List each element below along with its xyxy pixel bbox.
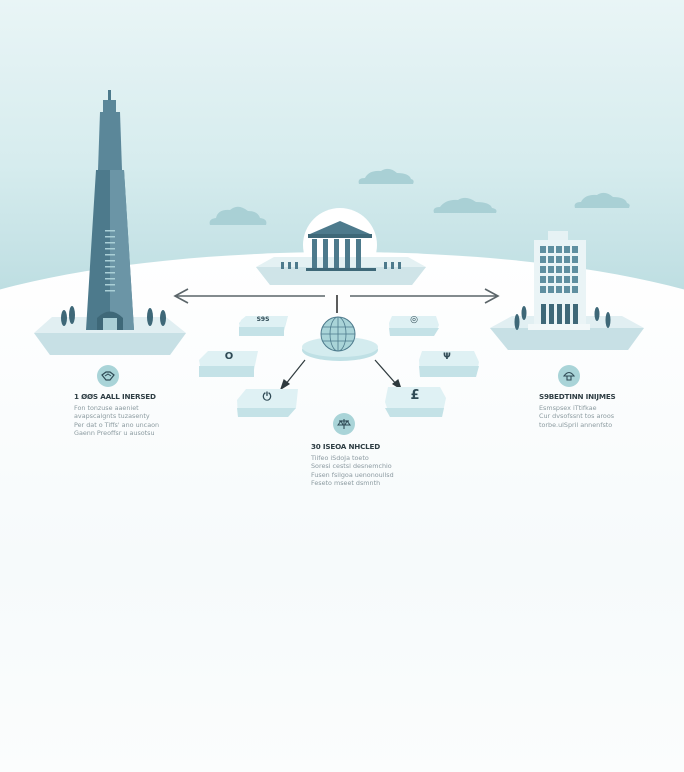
caption-right-title: S9BEDTINN INIJMES	[539, 392, 616, 401]
caption-left-line: Fon tonzuse aaeniet	[74, 403, 139, 412]
node-globe[interactable]	[300, 312, 380, 364]
power-icon: ⏻	[262, 390, 272, 403]
caption-center-title: 30 ISEOA NHCLED	[311, 442, 381, 451]
node-office-building[interactable]	[488, 228, 648, 358]
cloud	[574, 192, 630, 208]
caption-center: 30 ISEOA NHCLED Tiifeo iSdoJa toeto Sore…	[311, 442, 401, 488]
caption-left-line: Per dat o Tiffs' ano uncaon	[74, 420, 160, 429]
caption-center-line: Fusen fsilgoa uenonoullsd	[311, 470, 394, 479]
tile-symbol[interactable]: Ψ	[418, 350, 480, 378]
tile-dollar[interactable]: S9S	[238, 315, 290, 337]
caption-center-line: Feseto mseet dsmnth	[311, 479, 381, 488]
dollar-icon: S9S	[256, 316, 270, 323]
diagonal-arrows	[279, 359, 403, 391]
scales-icon	[333, 413, 355, 435]
caption-right: S9BEDTINN INIJMES Esmspsex iTtifkae Cur …	[539, 392, 624, 429]
coin-icon: ◎	[410, 315, 418, 325]
caption-left: 1 ØØS AALL INERSED Fon tonzuse aaeniet a…	[74, 392, 164, 438]
bidirectional-arrow	[173, 288, 500, 313]
caption-right-line: Esmspsex iTtifkae	[539, 403, 597, 412]
pound-icon: £	[410, 388, 420, 403]
caption-left-line: Gaenn Preoffsr u ausotsu	[74, 429, 155, 438]
caption-center-line: Tiifeo iSdoJa toeto	[311, 453, 369, 462]
node-tower[interactable]	[30, 85, 190, 360]
cloud	[358, 168, 414, 184]
mushroom-icon	[558, 365, 580, 387]
cloud	[209, 206, 267, 225]
handshake-icon	[97, 365, 119, 387]
caption-center-line: Soresi cestsl desnemchio	[311, 462, 392, 471]
cloud	[433, 197, 497, 213]
tile-circle[interactable]: O	[198, 350, 260, 378]
caption-right-line: Cur dvsofssnt tos aroos	[539, 412, 615, 421]
caption-left-line: avapscalgnts tuzasenty	[74, 412, 150, 421]
tile-coin[interactable]: ◎	[388, 315, 440, 337]
tile-pound[interactable]: £	[384, 386, 448, 418]
circle-icon: O	[224, 351, 234, 362]
node-government-building[interactable]	[246, 205, 436, 290]
caption-right-line: torbe.ulSpril annenfsto	[539, 420, 613, 429]
tile-power[interactable]: ⏻	[236, 388, 300, 418]
caption-left-title: 1 ØØS AALL INERSED	[74, 392, 156, 401]
symbol-icon: Ψ	[443, 352, 451, 362]
